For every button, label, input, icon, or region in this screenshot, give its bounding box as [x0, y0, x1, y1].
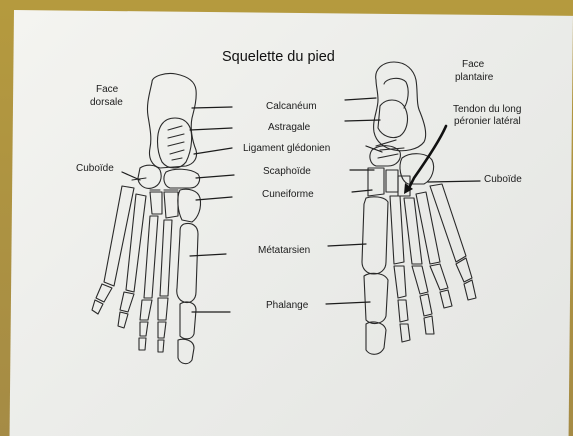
right-phalanges-1 [364, 273, 388, 354]
left-cuboide [138, 165, 161, 188]
left-scaphoide [164, 169, 200, 188]
right-calcaneum [374, 62, 426, 151]
leader-astragale-left [190, 128, 232, 130]
leader-ligament-left [194, 148, 232, 154]
right-metatarsal-1 [362, 197, 388, 274]
left-phalanges-1 [178, 302, 196, 364]
diagram-title: Squelette du pied [222, 49, 335, 65]
right-view-label-line1: Face [462, 59, 484, 71]
label-astragale: Astragale [268, 122, 310, 134]
leader-phalange-right [326, 302, 370, 304]
leader-calcaneum-left [192, 107, 232, 108]
left-metatarsal-5 [104, 186, 134, 286]
label-tendon-line2: péronier latéral [454, 116, 521, 128]
right-metatarsal-5 [430, 184, 466, 262]
leader-calcaneum-right [345, 98, 376, 100]
left-view-label-line1: Face [96, 84, 118, 96]
left-view-label-line2: dorsale [90, 97, 123, 109]
label-metatarsien: Métatarsien [258, 245, 310, 257]
tendon-line [408, 126, 446, 190]
left-phalanges-5 [92, 284, 112, 314]
left-phalanges-3 [139, 300, 152, 350]
leader-cuboide-right [428, 181, 480, 182]
leader-metatarsien-right [328, 244, 366, 246]
left-astragale [158, 118, 192, 168]
label-cuboide-right: Cuboïde [484, 174, 522, 186]
leader-cuneiforme-left [196, 197, 232, 200]
right-astragale [378, 100, 407, 138]
right-phalanges-2 [394, 266, 410, 342]
left-phalanges-2 [158, 298, 168, 352]
right-phalanges-5 [456, 258, 476, 300]
right-cuneiforme-2 [386, 170, 398, 192]
left-metatarsal-1 [177, 223, 198, 302]
leader-scaphoide-left [196, 175, 234, 178]
right-metatarsal-2 [390, 196, 404, 264]
left-foot-dorsal [92, 73, 201, 363]
label-phalange: Phalange [266, 300, 308, 312]
left-phalanges-4 [118, 292, 134, 328]
label-ligament: Ligament glédonien [243, 143, 330, 155]
left-cuneiforme-3 [150, 192, 162, 214]
right-view-label-line2: plantaire [455, 72, 493, 84]
left-cuneiforme-1 [178, 189, 201, 222]
right-calcaneum-inner [384, 78, 408, 108]
leader-cuboide-left [122, 172, 140, 180]
right-metatarsal-4 [416, 192, 440, 264]
left-ligament-hatch [168, 126, 184, 160]
right-cuneiforme-1 [368, 168, 384, 196]
label-cuneiforme: Cuneiforme [262, 189, 314, 201]
right-tarsus-ridges [376, 140, 404, 158]
right-phalanges-3 [412, 266, 434, 334]
label-scaphoide: Scaphoïde [263, 166, 311, 178]
right-phalanges-4 [430, 264, 452, 308]
left-metatarsal-2 [160, 220, 172, 296]
label-cuboide-left: Cuboïde [76, 163, 114, 175]
left-cuneiforme-2 [164, 192, 178, 218]
left-metatarsal-4 [126, 194, 146, 292]
leader-cuneiforme-right [352, 190, 372, 192]
label-calcaneum: Calcanéum [266, 101, 317, 113]
leader-metatarsien-left [190, 254, 226, 256]
left-metatarsal-3 [144, 216, 158, 298]
label-tendon-line1: Tendon du long [453, 104, 521, 116]
